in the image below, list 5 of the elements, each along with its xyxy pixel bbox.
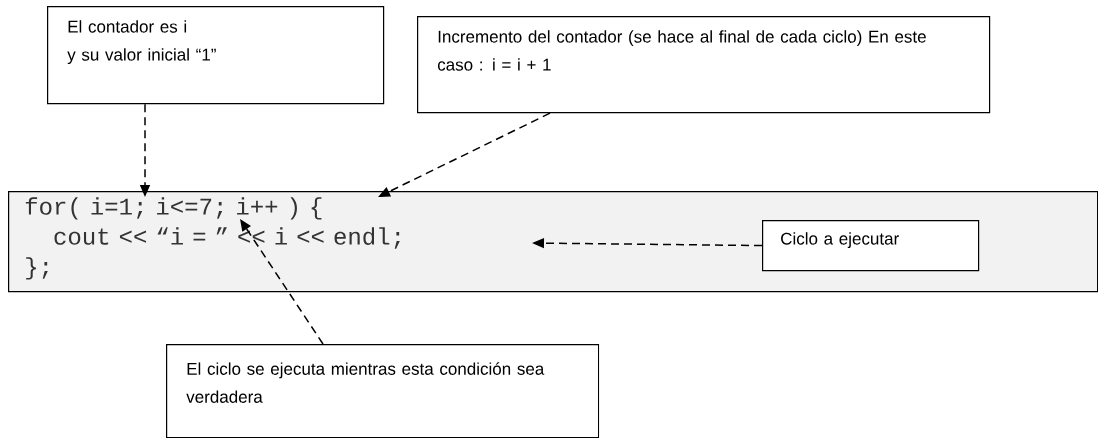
callout-box: Ciclo a ejecutar	[762, 220, 980, 272]
callout-box: Incremento del contador (se hace al final de cada ciclo) En este caso : i = i + 1	[417, 16, 991, 114]
callout-box: El ciclo se ejecuta mientras esta condición sea verdadera	[166, 344, 600, 438]
callout-box: El contador es i y su valor inicial “1”	[47, 6, 385, 105]
arrow	[240, 219, 324, 345]
